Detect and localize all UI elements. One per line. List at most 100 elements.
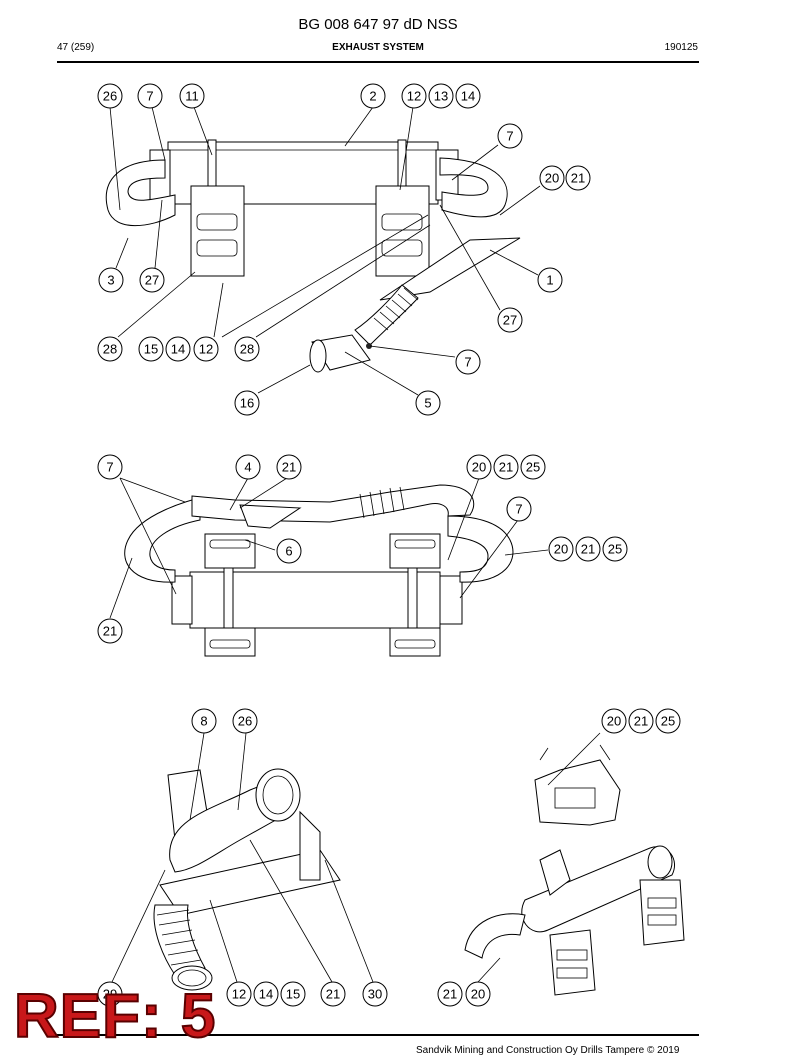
svg-text:27: 27 (503, 313, 517, 328)
callout-top-17: 12 (193, 336, 219, 362)
svg-text:20: 20 (554, 542, 568, 557)
callout-mid-7: 6 (276, 538, 302, 564)
callout-bot-10: 30 (362, 981, 388, 1007)
svg-text:5: 5 (424, 396, 431, 411)
svg-text:21: 21 (634, 714, 648, 729)
svg-text:7: 7 (146, 89, 153, 104)
svg-text:14: 14 (171, 342, 185, 357)
callout-mid-10: 25 (602, 536, 628, 562)
svg-text:26: 26 (238, 714, 252, 729)
svg-text:29: 29 (103, 987, 117, 1002)
callout-top-19: 7 (455, 349, 481, 375)
callout-bot-9: 21 (320, 981, 346, 1007)
document-title: BG 008 647 97 dD NSS (298, 16, 458, 33)
callout-top-14: 28 (97, 336, 123, 362)
right-bracket (375, 185, 430, 277)
svg-text:16: 16 (240, 396, 254, 411)
svg-text:25: 25 (608, 542, 622, 557)
svg-text:20: 20 (607, 714, 621, 729)
footer-copyright: Sandvik Mining and Construction Oy Drill… (416, 1045, 680, 1056)
view-middle (109, 477, 549, 657)
callout-mid-3: 20 (466, 454, 492, 480)
callout-top-15: 15 (138, 336, 164, 362)
callout-bot-3: 21 (628, 708, 654, 734)
svg-text:27: 27 (145, 273, 159, 288)
view-bottom-right (464, 732, 685, 996)
svg-text:30: 30 (368, 987, 382, 1002)
callout-bot-6: 12 (226, 981, 252, 1007)
svg-text:7: 7 (464, 355, 471, 370)
callout-top-9: 21 (565, 165, 591, 191)
svg-text:2: 2 (369, 89, 376, 104)
view-top (105, 106, 541, 396)
ref-stamp: REF: 5 (13, 982, 217, 1051)
callout-mid-9: 21 (575, 536, 601, 562)
svg-text:21: 21 (282, 460, 296, 475)
left-elbow (105, 159, 176, 227)
svg-text:12: 12 (407, 89, 421, 104)
svg-text:7: 7 (515, 502, 522, 517)
callout-bot-4: 25 (655, 708, 681, 734)
svg-text:14: 14 (259, 987, 273, 1002)
callout-bot-2: 20 (601, 708, 627, 734)
callout-top-11: 27 (497, 307, 523, 333)
svg-text:21: 21 (581, 542, 595, 557)
flex-hose-2 (153, 904, 206, 976)
footer-rule (57, 1034, 699, 1036)
callout-bot-12: 20 (465, 981, 491, 1007)
left-bracket (190, 185, 245, 277)
callout-mid-11: 21 (97, 618, 123, 644)
callout-top-10: 1 (537, 267, 563, 293)
svg-text:13: 13 (434, 89, 448, 104)
svg-text:28: 28 (103, 342, 117, 357)
svg-text:8: 8 (200, 714, 207, 729)
callout-top-3: 2 (360, 83, 386, 109)
callouts: 26 7 11 2 12 13 14 7 20 21 1 27 3 27 28 … (97, 83, 681, 1007)
callout-bot-1: 26 (232, 708, 258, 734)
svg-text:11: 11 (185, 89, 199, 104)
flex-hose (354, 284, 419, 346)
callout-mid-5: 25 (520, 454, 546, 480)
svg-text:26: 26 (103, 89, 117, 104)
svg-text:12: 12 (232, 987, 246, 1002)
callout-top-8: 20 (539, 165, 565, 191)
section-title: EXHAUST SYSTEM (332, 42, 424, 53)
svg-text:14: 14 (461, 89, 475, 104)
svg-text:20: 20 (471, 987, 485, 1002)
svg-text:20: 20 (545, 171, 559, 186)
callout-top-5: 13 (428, 83, 454, 109)
page-number: 47 (259) (57, 42, 95, 53)
callout-top-21: 5 (415, 390, 441, 416)
callout-mid-1: 4 (235, 454, 261, 480)
callout-top-20: 16 (234, 390, 260, 416)
svg-text:4: 4 (244, 460, 251, 475)
header-rule (57, 61, 699, 63)
date-code: 190125 (664, 42, 698, 53)
callout-mid-4: 21 (493, 454, 519, 480)
callout-top-7: 7 (497, 123, 523, 149)
svg-text:6: 6 (285, 544, 292, 559)
callout-mid-6: 7 (506, 496, 532, 522)
right-elbow (439, 157, 508, 218)
callout-top-13: 27 (139, 267, 165, 293)
svg-text:21: 21 (571, 171, 585, 186)
callout-top-16: 14 (165, 336, 191, 362)
view-bottom-left (111, 732, 374, 991)
callout-bot-0: 8 (191, 708, 217, 734)
callout-bot-8: 15 (280, 981, 306, 1007)
callout-top-6: 14 (455, 83, 481, 109)
svg-text:21: 21 (326, 987, 340, 1002)
svg-text:15: 15 (144, 342, 158, 357)
svg-text:25: 25 (526, 460, 540, 475)
svg-text:21: 21 (443, 987, 457, 1002)
callout-top-18: 28 (234, 336, 260, 362)
svg-text:20: 20 (472, 460, 486, 475)
callout-mid-2: 21 (276, 454, 302, 480)
svg-text:12: 12 (199, 342, 213, 357)
callout-mid-0: 7 (97, 454, 123, 480)
svg-text:7: 7 (106, 460, 113, 475)
callout-mid-8: 20 (548, 536, 574, 562)
callout-bot-5: 29 (97, 981, 123, 1007)
svg-text:25: 25 (661, 714, 675, 729)
